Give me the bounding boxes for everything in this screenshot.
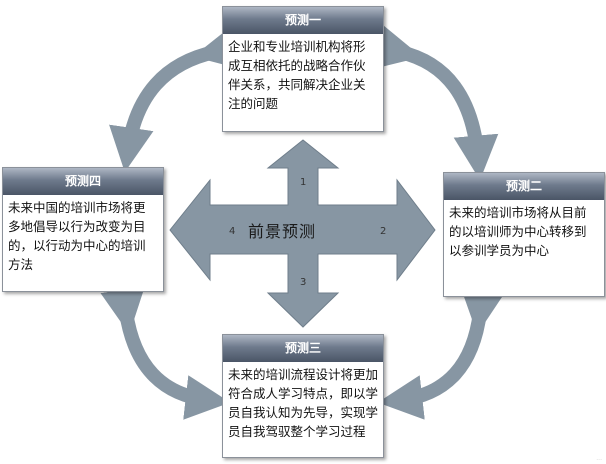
cycle-arrow-top-left xyxy=(109,25,242,173)
prediction-text-4: 未来中国的培训市场将更 多地倡导以行为改变为目 的，以行动为中心的培训 方法 xyxy=(8,200,146,272)
direction-number-3: 3 xyxy=(300,277,307,288)
prediction-title-4: 预测四 xyxy=(3,168,163,195)
prediction-text-2: 未来的培训市场将从目前 的以培训师为中心转移到 以参训学员为中心 xyxy=(449,205,587,258)
prediction-text-3: 未来的培训流程设计将更加 符合成人学习特点，即以学 员自我认知为先导，实现学 员… xyxy=(228,367,379,439)
direction-number-4: 4 xyxy=(229,226,236,237)
cycle-arrow-bottom-right xyxy=(377,286,506,420)
cycle-arrow-bottom-left xyxy=(100,286,231,420)
direction-number-1: 1 xyxy=(300,177,307,188)
four-way-arrow xyxy=(169,139,436,328)
prediction-title-1: 预测一 xyxy=(223,7,383,34)
direction-number-2: 2 xyxy=(380,226,387,237)
prediction-card-1: 预测一 企业和专业培训机构将形 成互相依托的战略合作伙 伴关系，共同解决企业关 … xyxy=(222,6,384,132)
prediction-card-2: 预测二 未来的培训市场将从目前 的以培训师为中心转移到 以参训学员为中心 xyxy=(443,172,605,297)
prediction-card-3: 预测三 未来的培训流程设计将更加 符合成人学习特点，即以学 员自我认知为先导，实… xyxy=(222,334,384,458)
watermark: ... xyxy=(596,455,602,462)
prediction-title-2: 预测二 xyxy=(444,173,604,200)
cycle-arrow-top-right xyxy=(373,25,499,181)
prediction-card-4: 预测四 未来中国的培训市场将更 多地倡导以行为改变为目 的，以行动为中心的培训 … xyxy=(2,167,164,292)
prediction-title-3: 预测三 xyxy=(223,335,383,362)
prediction-text-1: 企业和专业培训机构将形 成互相依托的战略合作伙 伴关系，共同解决企业关 注的问题 xyxy=(228,39,366,111)
center-title: 前景预测 xyxy=(248,222,317,241)
